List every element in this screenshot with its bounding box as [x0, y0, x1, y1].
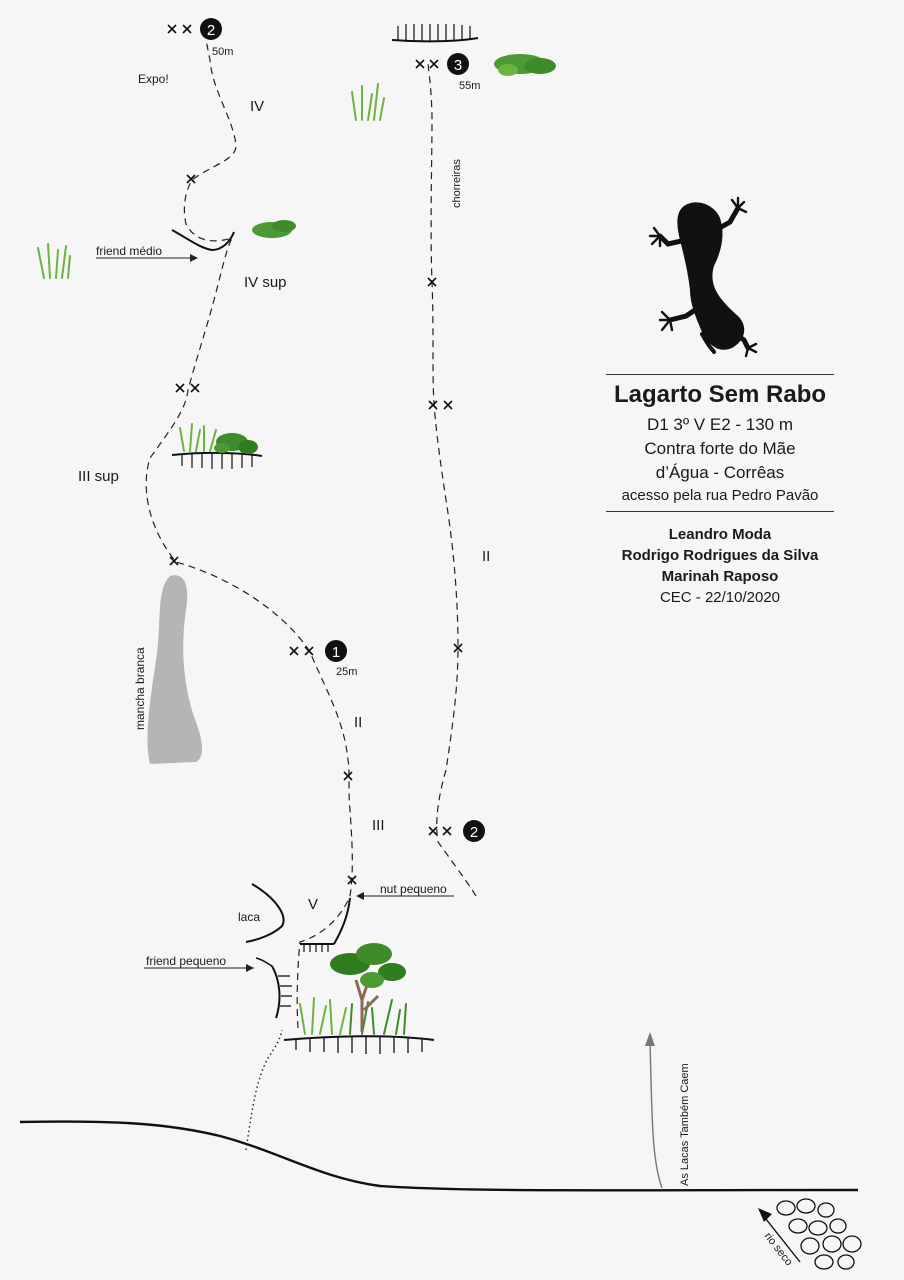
grade-iii: III	[372, 817, 385, 834]
approach-trail	[245, 1029, 283, 1151]
club-date: CEC - 22/10/2020	[659, 589, 781, 606]
as-lacas-label: As Lacas Também Caem	[679, 1063, 691, 1186]
grade-iii-sup: III sup	[78, 468, 119, 485]
mid-ledge	[171, 451, 263, 469]
mancha-branca-label: mancha branca	[133, 647, 147, 730]
mancha-branca-patch	[147, 575, 202, 764]
bolt-marker-icon	[167, 24, 357, 885]
friend-pequeno-crack	[255, 957, 273, 967]
author-2: Rodrigo Rodrigues da Silva	[621, 547, 819, 564]
belay-2-height: 50m	[212, 46, 233, 58]
friend-pequeno-label: friend pequeno	[146, 954, 226, 968]
route-title: Lagarto Sem Rabo	[613, 381, 827, 408]
base-ledge	[283, 1035, 435, 1054]
info-top-rule	[606, 374, 834, 375]
route-access: acesso pela rua Pedro Pavão	[621, 487, 819, 504]
tree-icon	[330, 943, 406, 1032]
rio-seco-arrow	[761, 1213, 801, 1263]
route-info-panel: Lagarto Sem Rabo D1 3º V E2 - 130 m Cont…	[596, 374, 844, 608]
grass-icon	[179, 423, 217, 452]
grade-iv: IV	[250, 98, 264, 115]
lizard-icon	[648, 196, 758, 358]
as-lacas-arrow	[649, 1039, 663, 1189]
grass-icon	[299, 997, 407, 1035]
belay-badge-icon: 1	[325, 640, 347, 662]
expo-label: Expo!	[138, 72, 169, 86]
left-route-line	[145, 39, 353, 1029]
route-location-1: Contra forte do Mãe	[644, 439, 796, 458]
river-stones	[776, 1198, 862, 1270]
grade-v: V	[308, 896, 318, 913]
author-1: Leandro Moda	[668, 526, 772, 543]
base-left-bracket	[271, 965, 292, 1019]
laca-label: laca	[238, 910, 260, 924]
ground-line	[19, 1120, 859, 1192]
belay-badge-icon: 2	[463, 820, 485, 842]
bolt-marker-icon	[415, 59, 463, 836]
v-ledge	[300, 897, 351, 952]
grade-ii-right: II	[482, 548, 490, 565]
right-route-line	[427, 63, 477, 897]
top-roof	[391, 24, 479, 43]
belay-3-height: 55m	[459, 80, 480, 92]
route-grade: D1 3º V E2 - 130 m	[646, 415, 794, 434]
grade-ii: II	[354, 714, 362, 731]
route-location-2: d’Água - Corrêas	[655, 463, 785, 482]
info-bottom-rule	[606, 511, 834, 512]
svg-text:2: 2	[207, 22, 215, 39]
chorreiras-label: chorreiras	[451, 159, 463, 208]
grass-icon	[37, 243, 71, 279]
laca-flake	[245, 883, 285, 943]
belay-badge-icon: 2	[200, 18, 222, 40]
grade-iv-sup: IV sup	[244, 274, 287, 291]
svg-text:1: 1	[332, 644, 340, 661]
svg-text:2: 2	[470, 824, 478, 841]
friend-medio-label: friend médio	[96, 244, 162, 258]
friend-medio-roof	[171, 229, 235, 252]
belay-1-height: 25m	[336, 666, 357, 678]
moss-icon	[214, 433, 258, 454]
belay-badge-icon: 3	[447, 53, 469, 75]
nut-pequeno-label: nut pequeno	[380, 882, 447, 896]
author-3: Marinah Raposo	[661, 568, 779, 585]
moss-icon	[494, 54, 556, 76]
moss-icon	[252, 220, 296, 238]
svg-text:3: 3	[454, 57, 462, 74]
grass-icon	[351, 83, 385, 121]
